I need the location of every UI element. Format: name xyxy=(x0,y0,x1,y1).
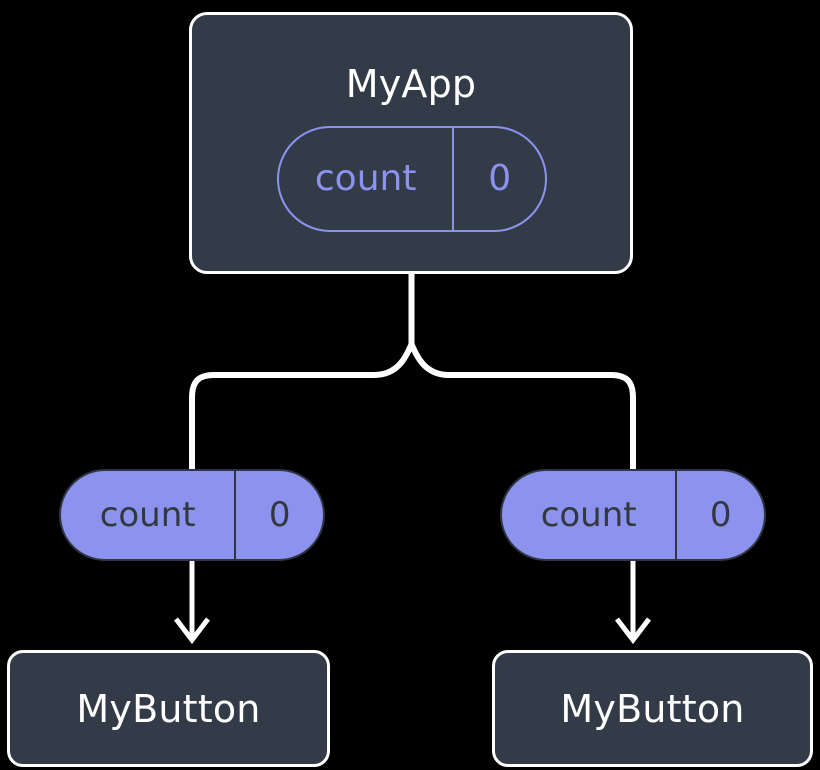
arrow-head-left-icon xyxy=(174,617,210,645)
component-node-mybutton-right[interactable]: MyButton xyxy=(492,650,813,767)
edge-branch-right xyxy=(408,342,636,470)
props-key-label: count xyxy=(540,495,637,535)
state-pill-myapp-count[interactable]: count 0 xyxy=(277,126,547,232)
component-label-mybutton: MyButton xyxy=(76,686,261,731)
props-key-label: count xyxy=(99,495,196,535)
arrow-head-right-icon xyxy=(615,617,651,645)
props-pill-left-count[interactable]: count 0 xyxy=(59,469,325,561)
component-label-mybutton: MyButton xyxy=(560,686,745,731)
component-node-mybutton-left[interactable]: MyButton xyxy=(7,650,330,767)
state-value-label: 0 xyxy=(452,128,545,230)
props-value-label: 0 xyxy=(675,471,764,559)
props-pill-right-count[interactable]: count 0 xyxy=(500,469,766,561)
props-value-label: 0 xyxy=(234,471,323,559)
state-key-label: count xyxy=(314,158,417,199)
edge-branch-left xyxy=(189,342,415,470)
component-label-myapp: MyApp xyxy=(345,62,477,106)
